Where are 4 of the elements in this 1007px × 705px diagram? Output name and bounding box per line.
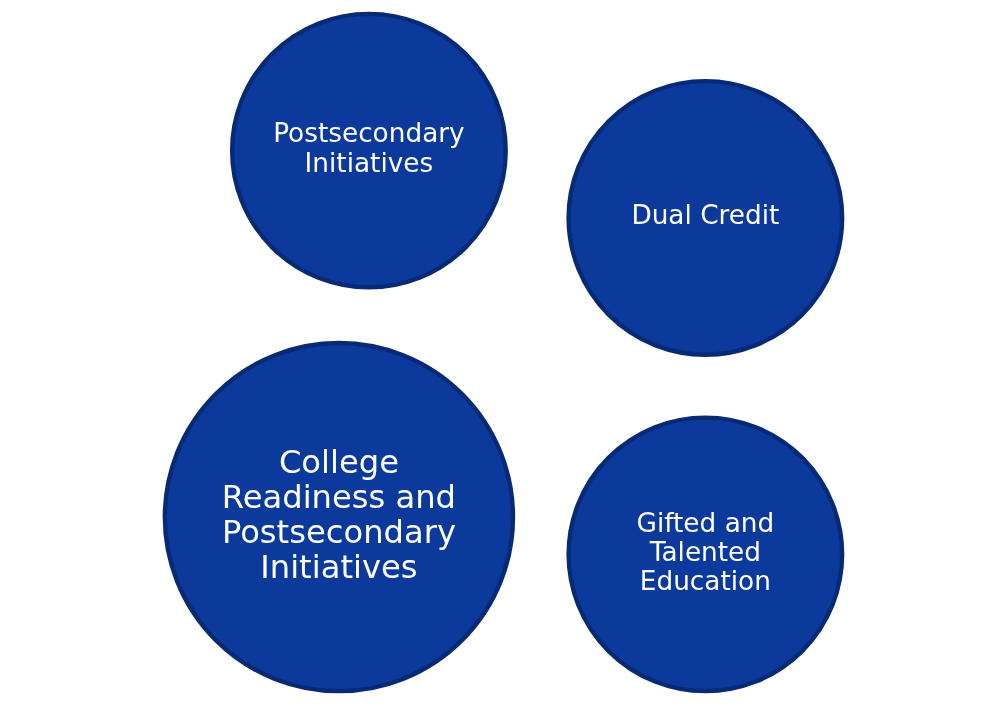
node-circle: Postsecondary Initiatives: [229, 11, 508, 290]
node-circle: Gifted and Talented Education: [566, 415, 845, 694]
node-circle: Dual Credit: [566, 78, 845, 357]
node-circle: College Readiness and Postsecondary Initiatives: [162, 340, 516, 694]
